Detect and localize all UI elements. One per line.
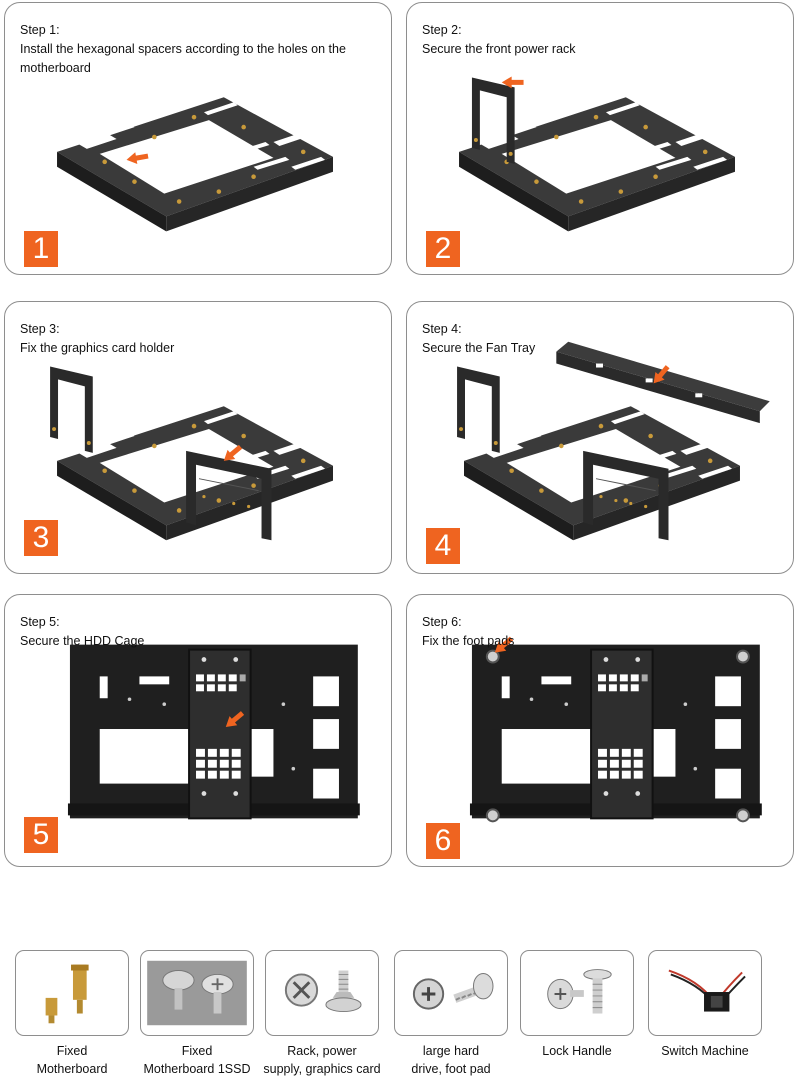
flat-head-screw-icon [547,969,612,1014]
part-label: Switch Machine [661,1044,749,1058]
step-card-3: Step 3: Fix the graphics card holder 3 [4,301,392,574]
step-card-6: Step 6: Fix the foot pads 6 [406,594,794,867]
power-switch-icon [668,969,746,1012]
step-number-badge: 4 [426,528,460,564]
hex-screw-icon [284,970,362,1013]
part-thumb-screw [140,950,254,1036]
step-title: Step 5: Secure the HDD Cage [20,615,145,648]
thumb-screw-icon [147,960,247,1026]
top-view-illustration [468,633,763,823]
step-card-1: Step 1: Install the hexagonal spacers ac… [4,2,392,275]
part-label: Fixed Motherboard 1SSD [143,1044,251,1076]
part-flat-head-screw [520,950,634,1036]
washer-screw-icon [412,972,494,1010]
step-title: Step 4: Secure the Fan Tray [422,322,536,355]
step-title: Step 1: Install the hexagonal spacers ac… [20,23,346,75]
step-number-badge: 5 [24,817,58,853]
step-card-2: Step 2: Secure the front power rack 2 [406,2,794,275]
step-title: Step 2: Secure the front power rack [422,23,576,56]
brass-standoff-icon [45,964,89,1024]
step-title: Step 6: Fix the foot pads [422,615,515,648]
step-number-badge: 1 [24,231,58,267]
step-card-4: Step 4: Secure the Fan Tray 4 [406,301,794,574]
step-card-5: Step 5: Secure the HDD Cage 5 [4,594,392,867]
part-hex-screw [265,950,379,1036]
part-brass-standoff [15,950,129,1036]
part-label: Rack, power supply, graphics card [263,1044,381,1076]
step-title: Step 3: Fix the graphics card holder [20,322,175,355]
part-washer-screw [394,950,508,1036]
step-number-badge: 6 [426,823,460,859]
step-number-badge: 3 [24,520,58,556]
step-number-badge: 2 [426,231,460,267]
part-label: Lock Handle [542,1044,612,1058]
part-power-switch [648,950,762,1036]
foot-pad-icon [485,649,750,823]
part-label: large hard drive, foot pad [411,1044,491,1076]
part-label: Fixed Motherboard [36,1044,108,1076]
